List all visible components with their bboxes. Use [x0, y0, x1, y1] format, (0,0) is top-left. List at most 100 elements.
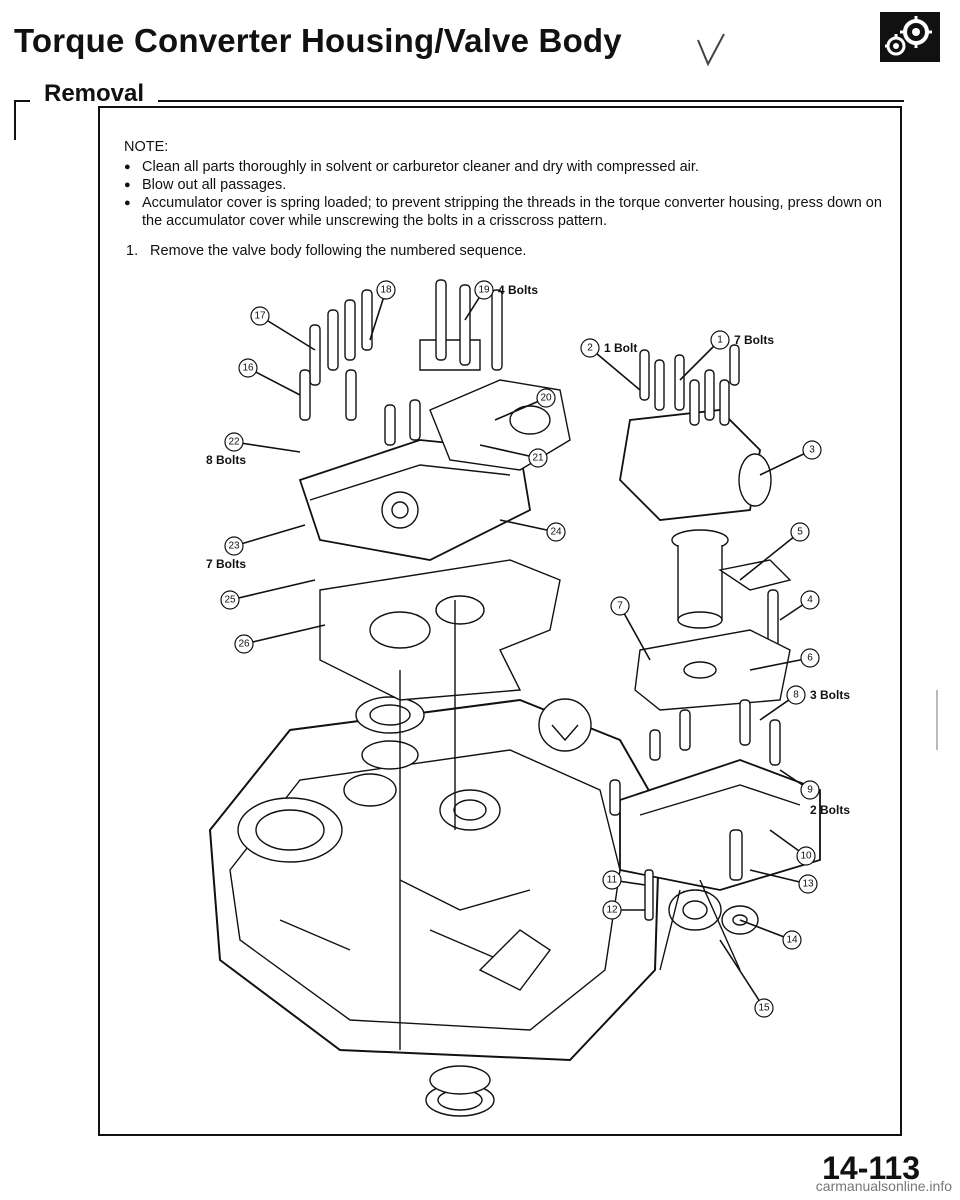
- callout-20: 20: [494, 388, 556, 421]
- callout-23: 23 7 Bolts: [206, 524, 306, 571]
- callout-number: 10: [800, 851, 812, 862]
- callout-label: 2 Bolts: [810, 803, 850, 817]
- callout-5: 5: [739, 522, 810, 581]
- page-title: Torque Converter Housing/Valve Body: [14, 22, 622, 59]
- leader-line: [589, 347, 641, 391]
- callout-number: 8: [793, 690, 799, 701]
- callout-number: 13: [802, 879, 814, 890]
- notes-block: NOTE: Clean all parts thoroughly in solv…: [124, 138, 888, 230]
- callout-circle: [528, 448, 548, 468]
- notes-list: Clean all parts thoroughly in solvent or…: [124, 158, 888, 230]
- check-mark-icon: [697, 33, 725, 67]
- callout-circle: [546, 522, 566, 542]
- callout-circle: [800, 648, 820, 668]
- callout-circle: [220, 590, 240, 610]
- leader-line: [233, 441, 301, 453]
- callout-label: 4 Bolts: [498, 283, 538, 297]
- callout-label: 7 Bolts: [206, 557, 246, 571]
- callout-circle: [802, 440, 822, 460]
- note-item: Clean all parts thoroughly in solvent or…: [124, 158, 888, 176]
- leader-line: [479, 444, 539, 459]
- callout-circle: [602, 900, 622, 920]
- leader-line: [619, 605, 651, 661]
- callout-number: 15: [758, 1003, 770, 1014]
- callout-circle: [536, 388, 556, 408]
- callout-number: 7: [617, 601, 623, 612]
- callout-10: 10: [769, 829, 816, 866]
- section-rule-tick: [14, 100, 16, 140]
- callout-22: 228 Bolts: [206, 432, 301, 467]
- callout-11: 11: [602, 870, 646, 890]
- callout-6: 6: [749, 648, 820, 671]
- callout-circle: [376, 280, 396, 300]
- callout-12: 12: [602, 900, 645, 920]
- callout-label: 3 Bolts: [810, 688, 850, 702]
- margin-mark: [936, 690, 938, 750]
- leader-line: [719, 939, 765, 1009]
- callout-label: 7 Bolts: [734, 333, 774, 347]
- callout-19: 19 4 Bolts: [464, 280, 538, 321]
- callout-circle: [786, 685, 806, 705]
- leader-line: [739, 531, 801, 581]
- callout-circle: [238, 358, 258, 378]
- callout-number: 21: [532, 453, 544, 464]
- callout-circle: [234, 634, 254, 654]
- leader-line: [229, 579, 316, 601]
- callout-number: 2: [587, 343, 593, 354]
- callout-number: 3: [809, 445, 815, 456]
- callout-25: 25: [220, 579, 316, 610]
- callout-number: 20: [540, 393, 552, 404]
- callout-number: 11: [607, 875, 618, 886]
- callout-number: 6: [807, 653, 813, 664]
- callout-24: 24: [499, 519, 566, 542]
- leader-line: [243, 624, 326, 645]
- callout-circle: [474, 280, 494, 300]
- callout-number: 24: [550, 527, 562, 538]
- callout-number: 18: [380, 285, 392, 296]
- callout-circle: [800, 590, 820, 610]
- callout-7: 7: [610, 596, 651, 661]
- callout-circle: [798, 874, 818, 894]
- leader-line: [749, 869, 809, 885]
- callout-circle: [250, 306, 270, 326]
- callout-number: 23: [228, 541, 240, 552]
- callout-9: 9 2 Bolts: [779, 769, 850, 817]
- callout-26: 26: [234, 624, 326, 654]
- section-rule: [14, 100, 904, 102]
- callout-14: 14: [739, 919, 802, 950]
- step-1: 1. Remove the valve body following the n…: [126, 243, 526, 259]
- callout-15: 15: [719, 939, 774, 1018]
- callout-number: 19: [478, 285, 490, 296]
- diagram-artwork: [208, 279, 821, 1117]
- callout-circle: [610, 596, 630, 616]
- leader-line: [749, 657, 811, 671]
- step-number: 1.: [126, 243, 139, 259]
- callout-number: 9: [807, 785, 813, 796]
- callout-16: 16: [238, 358, 301, 396]
- callout-number: 5: [797, 527, 803, 538]
- gears-icon: [880, 12, 940, 62]
- page-number: 14-113: [822, 1150, 920, 1186]
- callout-circle: [710, 330, 730, 350]
- note-item: Blow out all passages.: [124, 176, 888, 194]
- callout-circle: [224, 536, 244, 556]
- leader-line: [233, 524, 306, 547]
- callout-number: 1: [717, 335, 723, 346]
- callout-21: 21: [479, 444, 548, 468]
- leader-line: [259, 315, 316, 351]
- callout-label: 8 Bolts: [206, 453, 246, 467]
- callout-circle: [602, 870, 622, 890]
- callout-circle: [224, 432, 244, 452]
- callout-number: 26: [238, 639, 250, 650]
- leader-line: [247, 367, 301, 396]
- callout-number: 16: [242, 363, 254, 374]
- callout-1: 1 7 Bolts: [679, 330, 774, 381]
- callout-circle: [782, 930, 802, 950]
- callout-8: 8 3 Bolts: [759, 685, 850, 721]
- callout-circle: [790, 522, 810, 542]
- callout-circle: [800, 780, 820, 800]
- callout-3: 3: [759, 440, 822, 476]
- callout-circle: [796, 846, 816, 866]
